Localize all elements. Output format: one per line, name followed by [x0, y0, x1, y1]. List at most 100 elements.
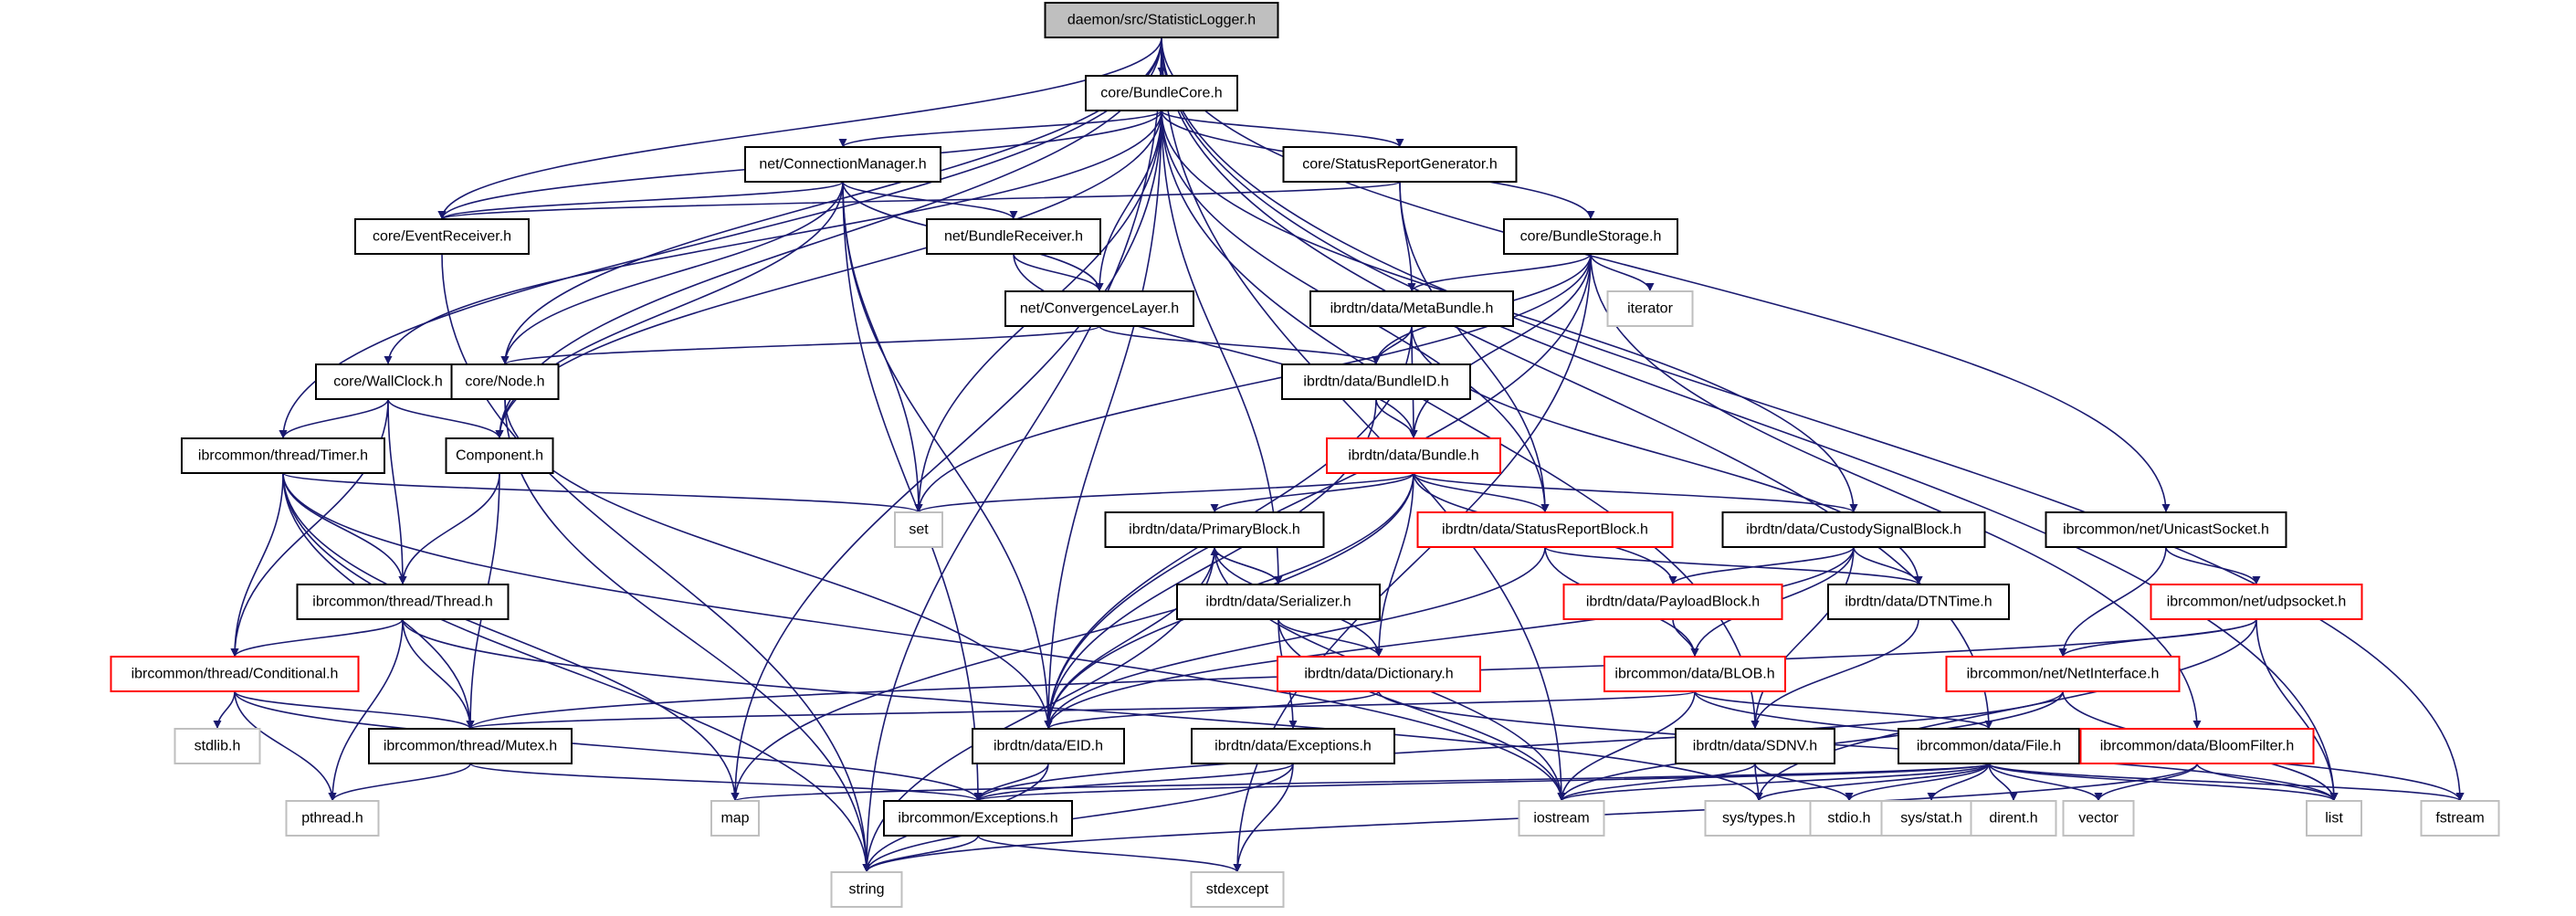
node-event-receiver[interactable]: core/EventReceiver.h: [354, 218, 530, 255]
edge-bundle-core-to-convergence-layer: [1095, 110, 1162, 292]
node-bloom-filter[interactable]: ibrcommon/data/BloomFilter.h: [2079, 728, 2315, 764]
edge-serializer-to-dictionary: [1277, 618, 1383, 658]
edge-convergence-layer-to-node: [500, 325, 1100, 365]
edge-statistic-logger-to-fstream: [1161, 37, 2465, 802]
node-label: ibrcommon/net/udpsocket.h: [2167, 595, 2347, 610]
node-box: [296, 584, 510, 620]
node-status-report-block[interactable]: ibrdtn/data/StatusReportBlock.h: [1416, 511, 1674, 548]
node-component[interactable]: Component.h: [445, 437, 554, 474]
node-iterator: iterator: [1606, 290, 1694, 327]
node-eid[interactable]: ibrdtn/data/EID.h: [972, 728, 1125, 764]
node-status-report-generator[interactable]: core/StatusReportGenerator.h: [1282, 146, 1518, 183]
edge-bundle-core-to-connection-manager: [838, 110, 1162, 148]
node-label: core/WallClock.h: [333, 374, 442, 390]
node-label: net/ConvergenceLayer.h: [1020, 301, 1179, 317]
node-box: [285, 800, 380, 837]
edge-statistic-logger-to-unicast-socket: [1161, 37, 2171, 513]
node-wall-clock[interactable]: core/WallClock.h: [315, 363, 461, 400]
node-file[interactable]: ibrcommon/data/File.h: [1898, 728, 2080, 764]
node-common-exceptions[interactable]: ibrcommon/Exceptions.h: [883, 800, 1073, 837]
node-label: sys/stat.h: [1900, 811, 1962, 827]
node-box: [1191, 728, 1395, 764]
node-blob[interactable]: ibrcommon/data/BLOB.h: [1603, 656, 1786, 692]
node-label: ibrdtn/data/StatusReportBlock.h: [1442, 522, 1648, 538]
node-dtntime[interactable]: ibrdtn/data/DTNTime.h: [1827, 584, 2010, 620]
edge-mutex-to-common-exceptions: [469, 763, 983, 802]
node-bundle-receiver[interactable]: net/BundleReceiver.h: [926, 218, 1101, 255]
node-dictionary[interactable]: ibrdtn/data/Dictionary.h: [1277, 656, 1481, 692]
edge-bundle-to-status-report-block: [1413, 472, 1550, 513]
node-box: [744, 146, 941, 183]
node-unicast-socket[interactable]: ibrcommon/net/UnicastSocket.h: [2045, 511, 2287, 548]
node-custody-signal-block[interactable]: ibrdtn/data/CustodySignalBlock.h: [1721, 511, 1986, 548]
node-convergence-layer[interactable]: net/ConvergenceLayer.h: [1004, 290, 1194, 327]
node-label: set: [909, 522, 929, 538]
node-label: ibrcommon/data/BloomFilter.h: [2100, 739, 2295, 754]
node-label: ibrdtn/data/EID.h: [994, 739, 1103, 754]
node-label: ibrdtn/data/PrimaryBlock.h: [1129, 522, 1300, 538]
edge-bundle-storage-to-set: [914, 253, 1592, 513]
node-timer[interactable]: ibrcommon/thread/Timer.h: [181, 437, 385, 474]
node-box: [450, 363, 560, 400]
edge-payload-block-to-blob: [1672, 618, 1699, 658]
node-label: ibrcommon/data/File.h: [1917, 739, 2061, 754]
edge-bundle-to-set: [914, 472, 1414, 513]
edge-timer-to-iostream: [282, 472, 1566, 802]
node-serializer[interactable]: ibrdtn/data/Serializer.h: [1176, 584, 1381, 620]
edge-status-report-block-to-eid: [1044, 546, 1546, 730]
edge-file-to-fstream: [1988, 763, 2465, 802]
node-bundle-storage[interactable]: core/BundleStorage.h: [1503, 218, 1678, 255]
node-label: core/StatusReportGenerator.h: [1302, 157, 1497, 173]
edge-dtntime-to-sdnv: [1751, 618, 1919, 730]
node-set: set: [894, 511, 943, 548]
node-udpsocket[interactable]: ibrcommon/net/udpsocket.h: [2150, 584, 2363, 620]
node-bundle-core[interactable]: core/BundleCore.h: [1085, 75, 1238, 111]
node-connection-manager[interactable]: net/ConnectionManager.h: [744, 146, 941, 183]
node-bundle-id[interactable]: ibrdtn/data/BundleID.h: [1281, 363, 1471, 400]
node-thread[interactable]: ibrcommon/thread/Thread.h: [296, 584, 510, 620]
node-label: ibrdtn/data/Exceptions.h: [1214, 739, 1372, 754]
edge-bundle-id-to-bundle: [1375, 398, 1418, 439]
node-box: [2045, 511, 2287, 548]
node-label: iostream: [1533, 811, 1589, 827]
node-label: stdio.h: [1827, 811, 1870, 827]
node-node[interactable]: core/Node.h: [450, 363, 560, 400]
node-dtn-exceptions[interactable]: ibrdtn/data/Exceptions.h: [1191, 728, 1395, 764]
node-label: ibrdtn/data/Serializer.h: [1205, 595, 1351, 610]
node-sdnv[interactable]: ibrdtn/data/SDNV.h: [1675, 728, 1835, 764]
edge-bundle-storage-to-meta-bundle: [1407, 253, 1592, 292]
edge-dtn-exceptions-to-string: [862, 763, 1294, 873]
node-bundle[interactable]: ibrdtn/data/Bundle.h: [1326, 437, 1501, 474]
node-box: [1416, 511, 1674, 548]
node-box: [1518, 800, 1605, 837]
edge-conditional-to-common-exceptions: [234, 690, 983, 802]
node-label: fstream: [2435, 811, 2484, 827]
node-label: ibrdtn/data/Bundle.h: [1348, 448, 1478, 464]
node-net-interface[interactable]: ibrcommon/net/NetInterface.h: [1945, 656, 2181, 692]
edge-custody-signal-block-to-payload-block: [1668, 546, 1855, 585]
node-payload-block[interactable]: ibrdtn/data/PayloadBlock.h: [1562, 584, 1783, 620]
edge-file-to-vector: [1988, 763, 2103, 802]
node-conditional[interactable]: ibrcommon/thread/Conditional.h: [110, 656, 360, 692]
node-label: ibrcommon/net/UnicastSocket.h: [2063, 522, 2269, 538]
node-systypes: sys/types.h: [1704, 800, 1814, 837]
node-box: [173, 728, 261, 764]
edge-status-report-generator-to-event-receiver: [438, 181, 1401, 220]
node-box: [972, 728, 1125, 764]
node-box: [1809, 800, 1889, 837]
node-meta-bundle[interactable]: ibrdtn/data/MetaBundle.h: [1309, 290, 1514, 327]
node-box: [315, 363, 461, 400]
node-box: [2079, 728, 2315, 764]
node-box: [830, 871, 903, 908]
node-label: daemon/src/StatisticLogger.h: [1067, 13, 1256, 28]
node-box: [1503, 218, 1678, 255]
node-label: ibrdtn/data/BundleID.h: [1303, 374, 1448, 390]
edge-thread-to-mutex: [402, 618, 475, 730]
node-primary-block[interactable]: ibrdtn/data/PrimaryBlock.h: [1104, 511, 1325, 548]
node-label: net/BundleReceiver.h: [944, 229, 1083, 245]
edge-connection-manager-to-event-receiver: [437, 181, 844, 220]
edge-custody-signal-block-to-eid: [1044, 546, 1855, 730]
node-string: string: [830, 871, 903, 908]
node-mutex[interactable]: ibrcommon/thread/Mutex.h: [368, 728, 573, 764]
edge-bundle-storage-to-iterator: [1590, 253, 1655, 292]
